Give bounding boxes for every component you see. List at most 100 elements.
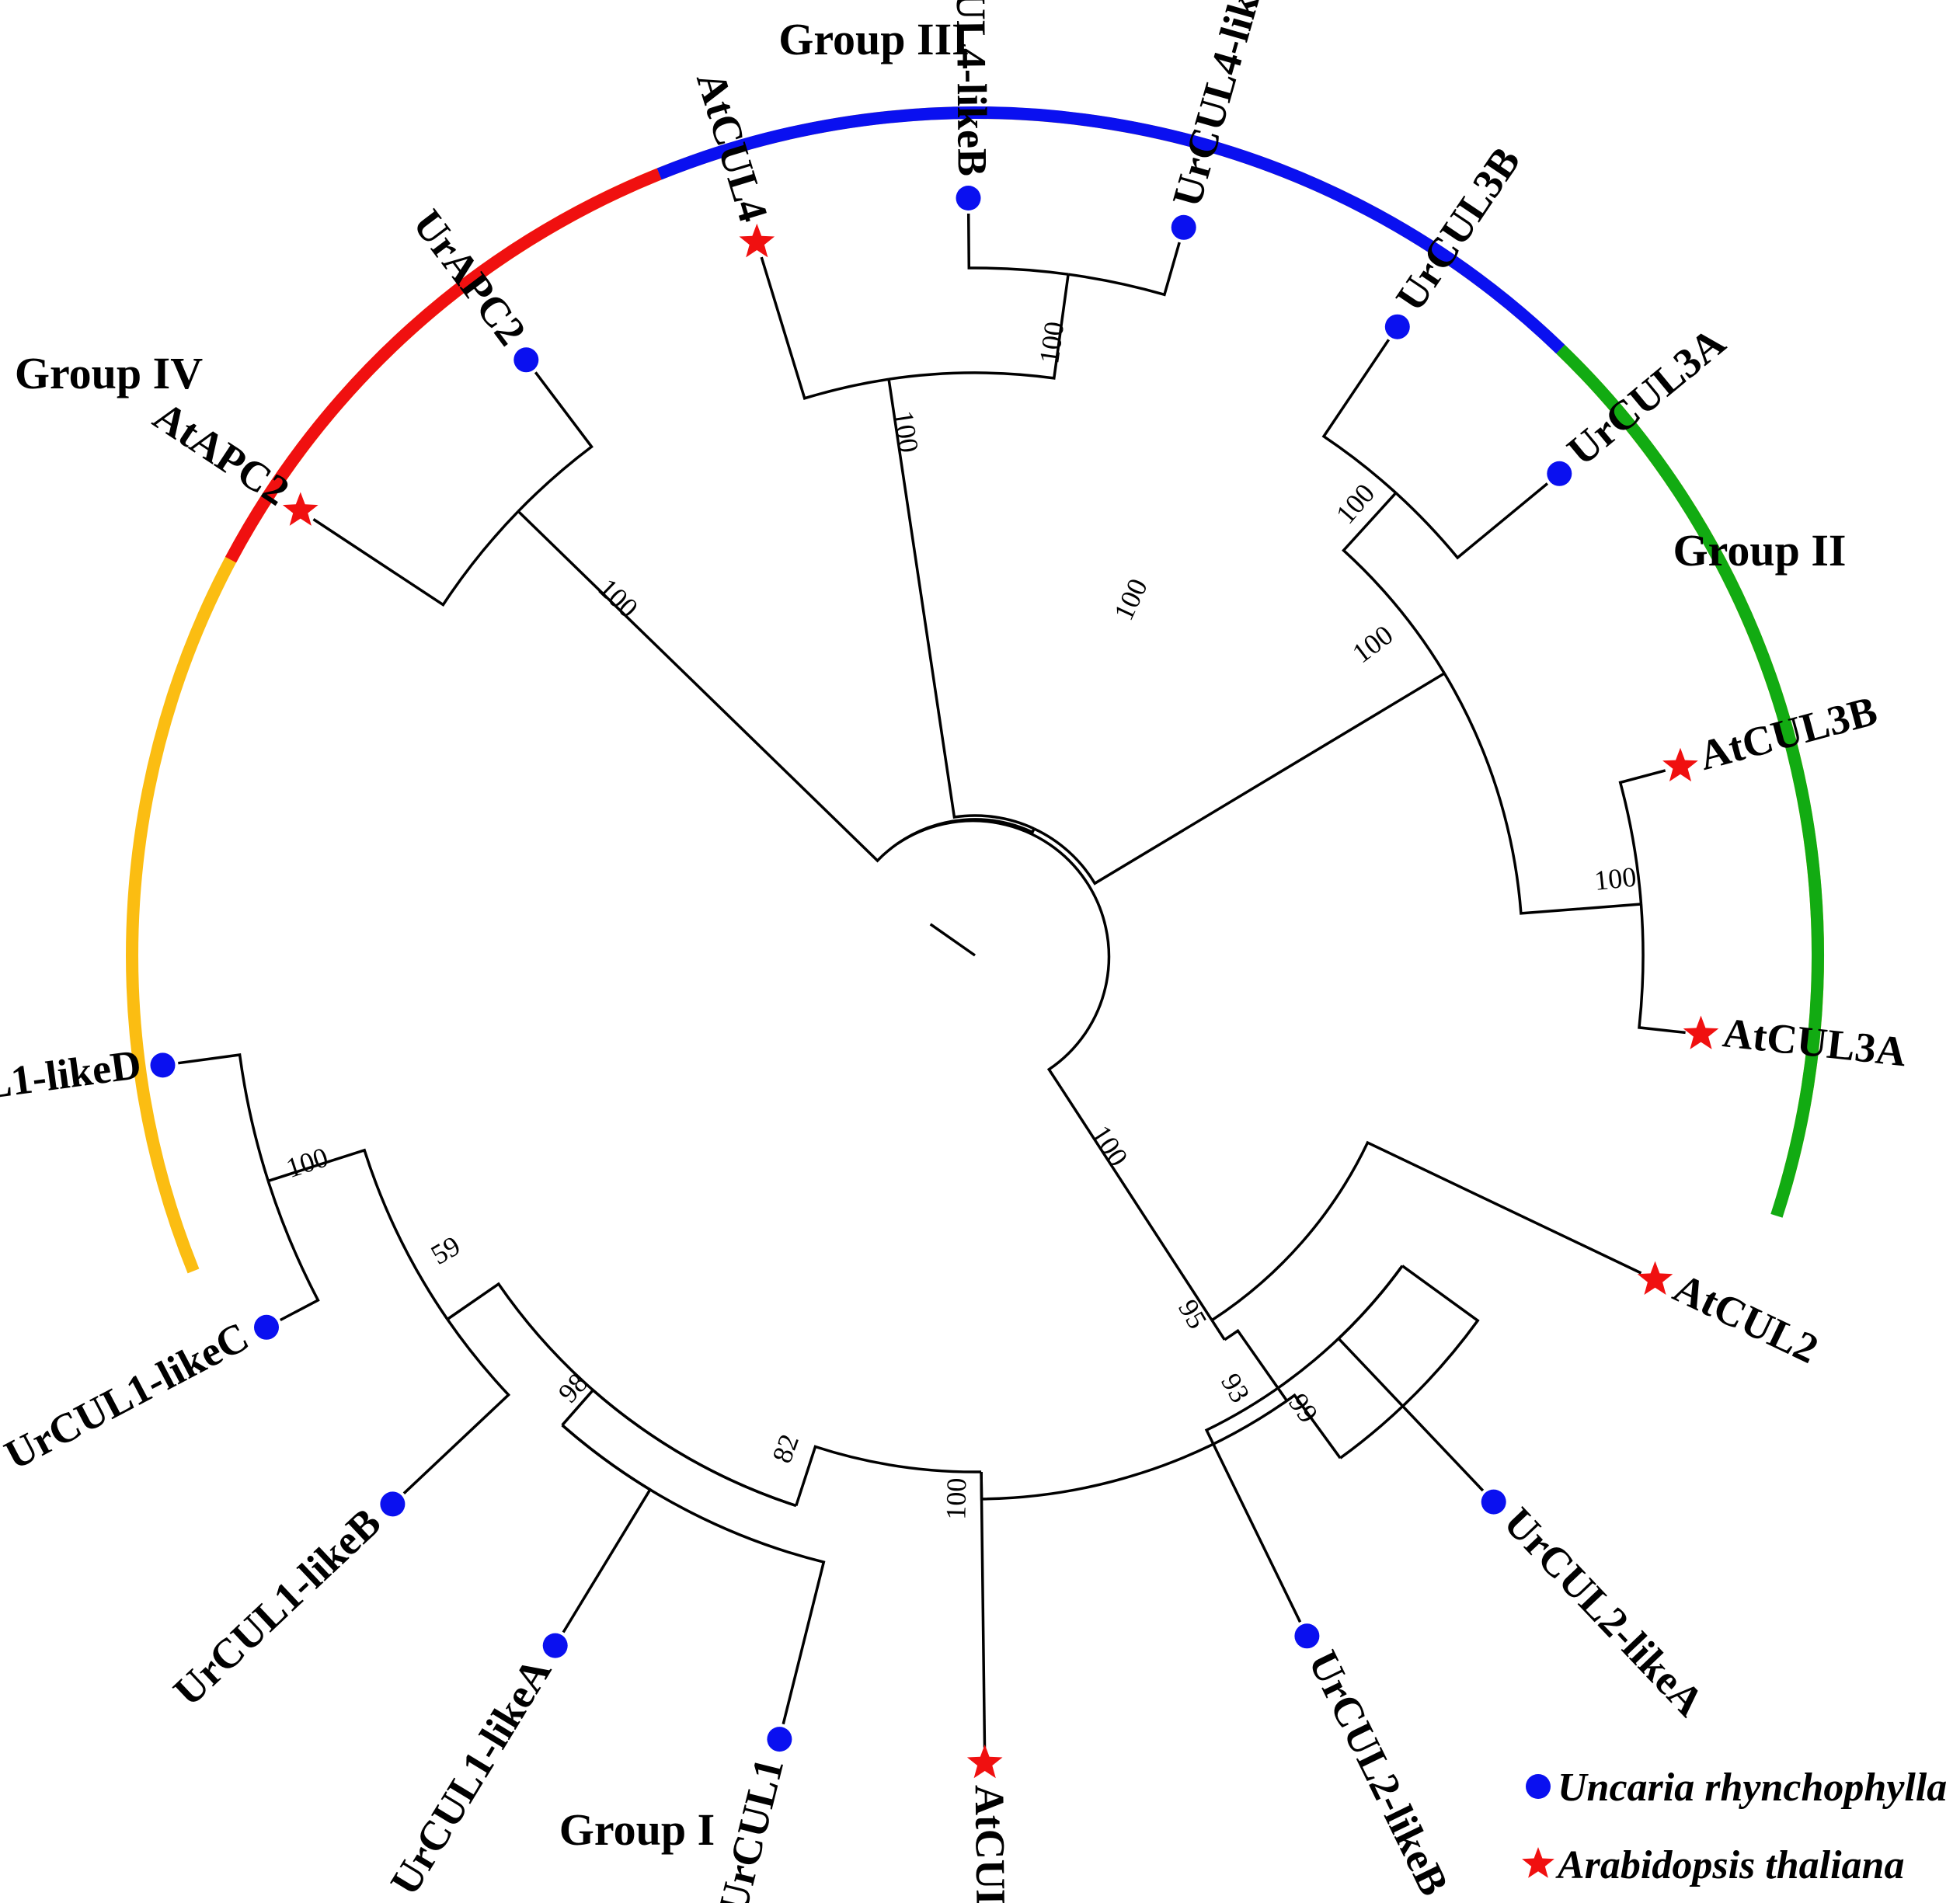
- leaf-urcul1: UrCUL1: [709, 1727, 793, 1903]
- leaf-label: AtCUL1: [966, 1784, 1015, 1903]
- leaf-label: AtCUL3A: [1721, 1009, 1909, 1075]
- bootstrap-value: 99: [1283, 1388, 1324, 1428]
- leaf-label: UrCUL1-likeD: [0, 1041, 144, 1123]
- group-label-ii: Group II: [1673, 525, 1847, 576]
- branch-n3-n6: [1033, 672, 1446, 885]
- group-arc-ii: [1556, 344, 1824, 1218]
- blue-circle-icon: [542, 1633, 568, 1658]
- blue-circle-icon: [1481, 1489, 1506, 1515]
- leaf-urcul1-likeb: UrCUL1-likeB: [165, 1491, 406, 1715]
- bootstrap-value: 93: [1215, 1368, 1256, 1407]
- branch-n19-L6: [1336, 1265, 1485, 1492]
- bootstrap-value: 100: [1033, 320, 1070, 366]
- blue-circle-icon: [380, 1491, 406, 1517]
- bootstrap-value: 82: [766, 1430, 805, 1467]
- red-star-icon: [1662, 747, 1698, 782]
- legend-label-at: Arabidopsis thaliana: [1555, 1843, 1904, 1887]
- branch-n13-n15: [446, 1282, 797, 1508]
- leaf-atcul2: AtCUL2: [1637, 1261, 1826, 1372]
- branch-n9-n10: [1060, 1087, 1213, 1321]
- bootstrap-value: 59: [426, 1230, 465, 1271]
- blue-circle-icon: [150, 1052, 176, 1078]
- blue-circle-icon: [1384, 314, 1410, 339]
- branch-n2-L14: [312, 510, 520, 607]
- blue-circle-icon: [1171, 214, 1196, 240]
- leaf-urcul1-likec: UrCUL1-likeC: [0, 1313, 279, 1479]
- bootstrap-value: 95: [1172, 1294, 1213, 1334]
- branch-n16-L13: [178, 1053, 270, 1181]
- bootstrap-value: 100: [592, 572, 644, 624]
- branch-n15-L11: [402, 1318, 511, 1494]
- branch-n18-n19: [1339, 1265, 1480, 1459]
- branch-n12-n13: [795, 1445, 982, 1507]
- branch-n8-L4: [1638, 903, 1686, 1035]
- branch-n10-n11: [1210, 1319, 1226, 1341]
- bootstrap-value: 100: [282, 1141, 332, 1184]
- group-labels: Group I Group II Group III Group IV: [15, 14, 1847, 1855]
- red-star-icon: [966, 1744, 1003, 1779]
- leaf-label: UrCUL1-likeB: [165, 1499, 390, 1715]
- group-arc-iii: [656, 106, 1565, 354]
- red-star-icon: [282, 492, 319, 526]
- leaf-label: UrCUL1-likeA: [381, 1650, 560, 1903]
- branch-n10-L5: [1211, 1140, 1642, 1322]
- leaf-labels: UrCUL4-likeAUrCUL3BUrCUL3AAtCUL3BAtCUL3A…: [0, 0, 1909, 1903]
- branch-n4-L16: [760, 256, 889, 400]
- branch-n14-L9: [561, 1424, 826, 1725]
- blue-circle-icon: [1294, 1623, 1320, 1649]
- branch-n13-n14: [561, 1388, 797, 1508]
- leaf-label: UrCUL1: [709, 1754, 793, 1903]
- branch-n4-n5: [888, 273, 1070, 381]
- blue-circle-icon: [513, 347, 539, 373]
- branch-n17-n18: [1286, 1393, 1342, 1459]
- leaf-label: UrCUL2-likeA: [1495, 1498, 1713, 1725]
- leaf-label: AtCUL4: [688, 66, 777, 227]
- bootstrap-value: 100: [1346, 619, 1398, 669]
- blue-circle-icon: [767, 1727, 792, 1752]
- red-star-icon: [1637, 1261, 1673, 1295]
- blue-circle-icon: [254, 1314, 279, 1340]
- leaf-urcul2-likea: UrCUL2-likeA: [1481, 1489, 1713, 1725]
- leaf-label: AtCUL3B: [1694, 687, 1882, 780]
- branch-n1-n9: [896, 819, 1111, 1090]
- branch-n14-L10: [561, 1424, 653, 1633]
- branch-n17-n12: [980, 1399, 1288, 1501]
- group-arc-iv: [225, 168, 662, 563]
- legend-circle-icon: [1526, 1774, 1551, 1799]
- group-arcs: [126, 106, 1825, 1274]
- bootstrap-value: 100: [1085, 1120, 1134, 1172]
- branch-n7-L1: [1321, 339, 1397, 494]
- branch-n8-L3: [1618, 769, 1666, 905]
- group-label-iv: Group IV: [15, 348, 203, 398]
- legend-star-icon: [1522, 1847, 1554, 1878]
- root-branch: [929, 923, 977, 957]
- bootstrap-value: 100: [1108, 574, 1154, 625]
- blue-circle-icon: [956, 186, 981, 210]
- branch-n5-L17: [966, 213, 1069, 276]
- bootstrap-value: 100: [888, 409, 925, 454]
- leaf-label: UrAPC2: [404, 201, 535, 354]
- branch-n5-L0: [1067, 242, 1181, 297]
- leaf-label: UrCUL2-likeB: [1300, 1644, 1458, 1903]
- red-star-icon: [739, 223, 775, 258]
- legend-label-ur: Uncaria rhynchophylla: [1558, 1766, 1947, 1810]
- bootstrap-value: 98: [552, 1367, 594, 1409]
- tree-branches: [178, 213, 1686, 1748]
- branch-n1-n2: [517, 510, 898, 863]
- leaf-urcul2-likeb: UrCUL2-likeB: [1294, 1623, 1458, 1903]
- group-label-i: Group I: [559, 1804, 715, 1855]
- group-arc-i: [126, 106, 1825, 1274]
- leaf-urcul3a: UrCUL3A: [1547, 318, 1734, 486]
- blue-circle-icon: [1547, 461, 1572, 486]
- branch-n11-n17: [1224, 1328, 1288, 1402]
- branch-n6-n7: [1342, 492, 1446, 674]
- branch-n19-L7: [1204, 1265, 1404, 1623]
- branch-n12-L8: [980, 1471, 987, 1748]
- leaf-label: UrCUL4-likeA: [1163, 0, 1282, 212]
- branch-n16-L12: [266, 1180, 320, 1322]
- leaf-label: AtCUL2: [1666, 1265, 1826, 1372]
- leaf-label: AtAPC2: [145, 392, 298, 514]
- leaf-atcul3a: AtCUL3A: [1683, 1009, 1909, 1075]
- leaf-label: UrCUL1-likeC: [0, 1313, 256, 1478]
